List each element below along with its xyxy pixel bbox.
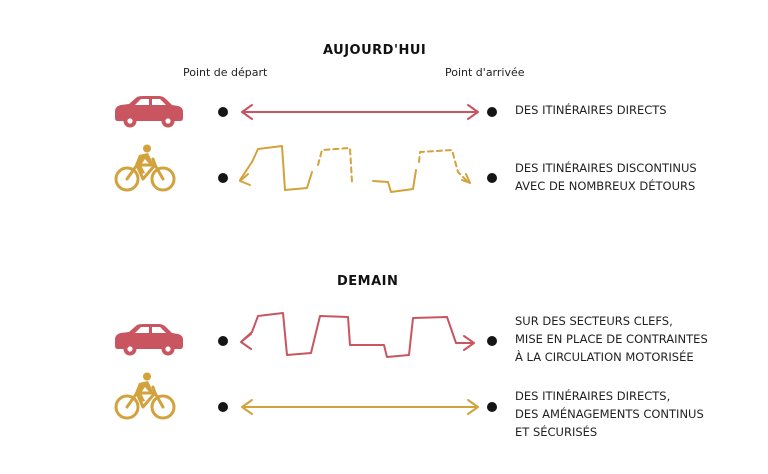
cyclist-icon: [114, 372, 176, 420]
today-car-route: [241, 104, 479, 120]
endpoint-dots: [218, 107, 497, 412]
start-dot: [218, 402, 228, 412]
start-dot: [218, 173, 228, 183]
desc-line: SUR DES SECTEURS CLEFS,: [515, 314, 673, 328]
end-dot: [487, 107, 497, 117]
tomorrow-title: DEMAIN: [337, 274, 399, 289]
end-dot: [487, 336, 497, 346]
desc-line: ET SÉCURISÉS: [515, 425, 598, 439]
end-label: Point d'arrivée: [445, 66, 525, 79]
end-dot: [487, 173, 497, 183]
desc-line: À LA CIRCULATION MOTORISÉE: [515, 350, 694, 364]
desc-line: DES ITINÉRAIRES DISCONTINUS: [515, 161, 697, 175]
desc-line: AVEC DE NOMBREUX DÉTOURS: [515, 179, 696, 193]
desc-line: DES AMÉNAGEMENTS CONTINUS: [515, 407, 704, 421]
today-bike-desc: DES ITINÉRAIRES DISCONTINUS AVEC DE NOMB…: [515, 159, 697, 195]
tomorrow-bike-route: [241, 399, 479, 415]
desc-line: DES ITINÉRAIRES DIRECTS,: [515, 389, 671, 403]
tomorrow-car-route: [240, 312, 475, 358]
tomorrow-bike-desc: DES ITINÉRAIRES DIRECTS, DES AMÉNAGEMENT…: [515, 387, 704, 441]
bike-frame: [114, 157, 176, 192]
desc-line: MISE EN PLACE DE CONTRAINTES: [515, 332, 708, 346]
today-car-desc: DES ITINÉRAIRES DIRECTS: [515, 101, 667, 119]
today-title: AUJOURD'HUI: [323, 43, 427, 58]
car-icon: [115, 96, 183, 128]
start-dot: [218, 107, 228, 117]
today-bike-route: [239, 145, 471, 193]
bike-frame: [114, 385, 176, 420]
start-dot: [218, 336, 228, 346]
tomorrow-car-desc: SUR DES SECTEURS CLEFS, MISE EN PLACE DE…: [515, 312, 708, 366]
end-dot: [487, 402, 497, 412]
desc-line: DES ITINÉRAIRES DIRECTS: [515, 103, 667, 117]
start-label: Point de départ: [183, 66, 268, 79]
cyclist-icon: [114, 144, 176, 192]
car-icon: [115, 324, 183, 356]
